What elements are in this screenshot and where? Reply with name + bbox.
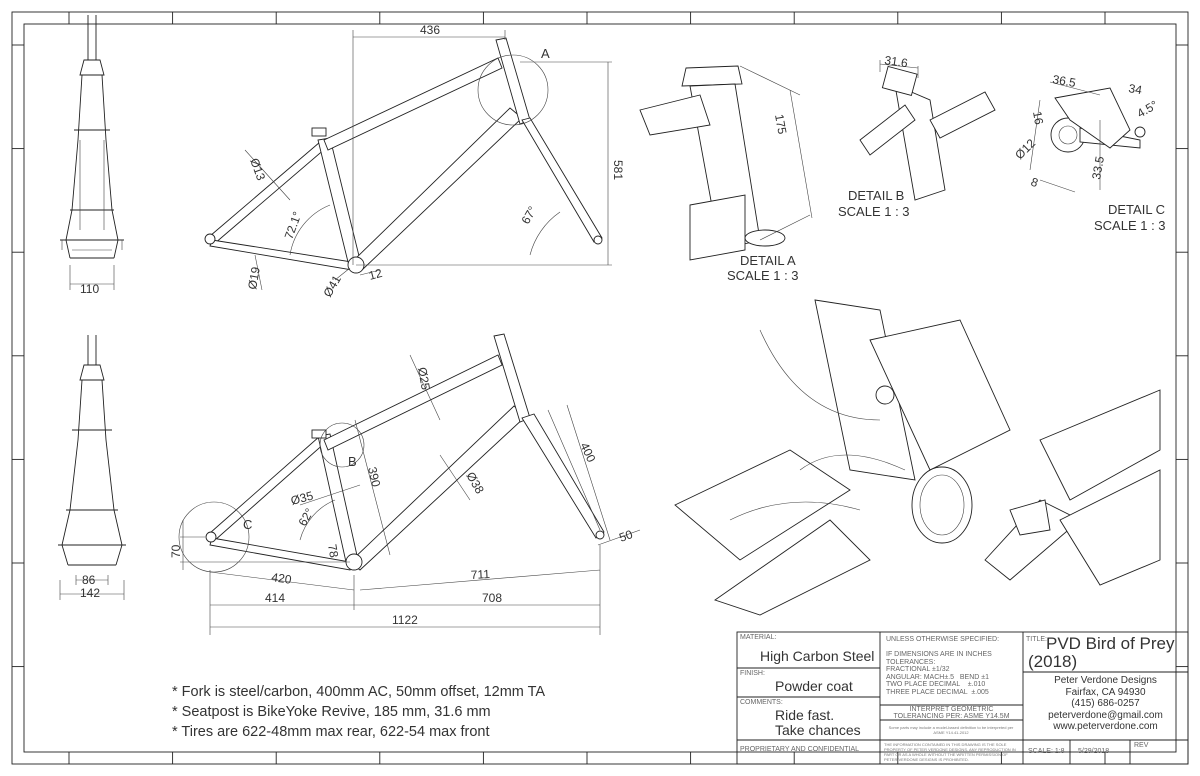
dim-seat-angle: 72.1°	[282, 210, 305, 241]
interpret-line-1: INTERPRET GEOMETRIC	[909, 706, 994, 713]
title-label: TITLE:	[1026, 636, 1048, 643]
dim-c-4: 16	[1030, 110, 1046, 126]
company-city: Fairfax, CA 94930	[1065, 686, 1146, 698]
company-email: peterverdone@gmail.com	[1048, 709, 1163, 721]
dim-c-7: 8	[1029, 175, 1040, 191]
tol-line: TWO PLACE DECIMAL ±.010	[886, 681, 986, 688]
dim-seatstay-dia: Ø13	[247, 156, 268, 182]
proprietary-label: PROPRIETARY AND CONFIDENTIAL	[740, 746, 860, 753]
dim-c-2: 34	[1127, 81, 1143, 97]
info-note: THE INFORMATION CONTAINED IN THIS DRAWIN…	[884, 742, 1016, 762]
mbd-note: Some parts may include a model-based def…	[888, 725, 1014, 735]
drawing-title: PVD Bird of Prey	[1046, 634, 1175, 653]
detail-c: 36.5 34 4.5° 16 Ø12 33.5 8 DETAIL C SCAL…	[1012, 72, 1165, 233]
note-tires: * Tires are 622-48mm max rear, 622-54 ma…	[172, 724, 490, 740]
company-name: Peter Verdone Designs	[1054, 675, 1157, 686]
dim-fork-offset: 50	[617, 527, 635, 545]
tol-line: TOLERANCES:	[886, 658, 936, 666]
dim-c-1: 36.5	[1051, 72, 1077, 90]
tol-line: ANGULAR: MACH±.5 BEND ±1	[886, 673, 989, 681]
dim-front-outer: 142	[80, 586, 100, 600]
dim-bb-height: 78	[325, 543, 341, 559]
side-view-top: 436 581 72.1° 67° Ø13 Ø19 Ø41 12 A	[204, 23, 625, 300]
dim-seattube-len: 390	[365, 466, 383, 489]
dim-c-3: 4.5°	[1135, 98, 1161, 121]
dim-stack: 581	[611, 160, 625, 180]
front-view-bottom: 86 142	[58, 335, 126, 600]
dim-downtube-dia: Ø38	[463, 470, 487, 497]
detail-b-title: DETAIL B	[848, 188, 904, 203]
dim-head-angle: 67°	[518, 204, 539, 227]
tolerances: IF DIMENSIONS ARE IN INCHES TOLERANCES: …	[886, 651, 992, 696]
dim-detail-b: 31.6	[884, 53, 909, 70]
dim-c-6: 33.5	[1089, 155, 1107, 181]
dim-front-center: 711	[470, 567, 490, 582]
detail-c-marker: C	[243, 517, 252, 532]
tol-line: THREE PLACE DECIMAL ±.005	[886, 688, 989, 696]
detail-a-title: DETAIL A	[740, 253, 796, 268]
finish-label: FINISH:	[740, 670, 765, 677]
dim-bb-dia: Ø41	[320, 273, 344, 300]
detail-a-scale: SCALE 1 : 3	[727, 268, 799, 283]
dim-detail-a: 175	[772, 113, 789, 135]
company-phone: (415) 686-0257	[1071, 698, 1140, 709]
front-view-top: 110	[60, 15, 124, 296]
material-label: MATERIAL:	[740, 634, 777, 641]
finish-value: Powder coat	[775, 678, 853, 694]
dim-chainstay-dia: Ø19	[245, 265, 263, 290]
dim-front-width: 110	[80, 282, 99, 296]
detail-a: 175 DETAIL A SCALE 1 : 3	[639, 65, 813, 283]
dim-wheelbase: 1122	[392, 613, 418, 627]
dim-reach: 436	[420, 23, 440, 37]
dim-bb-drop: 70	[169, 544, 183, 558]
dim-rear-horiz: 414	[265, 591, 285, 605]
detail-c-title: DETAIL C	[1108, 202, 1165, 217]
dim-seattube-dia: Ø35	[289, 488, 315, 507]
isometric-view-dropout	[984, 389, 1161, 586]
note-seatpost: * Seatpost is BikeYoke Revive, 185 mm, 3…	[172, 704, 491, 720]
note-fork: * Fork is steel/carbon, 400mm AC, 50mm o…	[172, 684, 546, 700]
company-web: www.peterverdone.com	[1053, 721, 1158, 732]
dim-front-horiz: 708	[482, 591, 502, 605]
interpret-line-2: TOLERANCING PER: ASME Y14.5M	[893, 713, 1010, 720]
side-view-bottom: Ø25 Ø38 Ø35 390 400 50 70 78 62° 420 711…	[169, 333, 641, 635]
date: 5/29/2018	[1078, 748, 1110, 755]
sheet-border	[11, 11, 1189, 765]
detail-b-marker: B	[348, 454, 357, 469]
detail-b-scale: SCALE 1 : 3	[838, 204, 910, 219]
material-value: High Carbon Steel	[760, 648, 875, 664]
drawing-year: (2018)	[1028, 652, 1078, 671]
title-block-grid	[736, 631, 1189, 765]
scale: SCALE: 1:8	[1028, 748, 1065, 755]
comments-label: COMMENTS:	[740, 699, 783, 706]
dim-stay-angle: 62°	[295, 506, 316, 529]
comments-line-1: Ride fast.	[775, 707, 835, 723]
unless-specified: UNLESS OTHERWISE SPECIFIED:	[886, 636, 1000, 643]
rev-label: REV	[1134, 742, 1149, 749]
comments-line-2: Take chances	[775, 722, 861, 738]
dim-fork-len: 400	[577, 440, 598, 464]
detail-a-marker: A	[541, 46, 550, 61]
detail-c-scale: SCALE 1 : 3	[1094, 218, 1166, 233]
dim-chainstay: 420	[271, 570, 293, 587]
dim-toptube-dia: Ø25	[415, 366, 433, 391]
dim-bb-offset: 12	[367, 266, 384, 283]
dim-front-inner: 86	[82, 573, 96, 587]
detail-b: 31.6 DETAIL B SCALE 1 : 3	[838, 53, 996, 219]
company-info: Peter Verdone Designs Fairfax, CA 94930 …	[1023, 675, 1188, 733]
isometric-view-bb	[674, 299, 1011, 616]
tol-line: IF DIMENSIONS ARE IN INCHES	[886, 651, 992, 658]
tol-line: FRACTIONAL ±1/32	[886, 666, 950, 673]
